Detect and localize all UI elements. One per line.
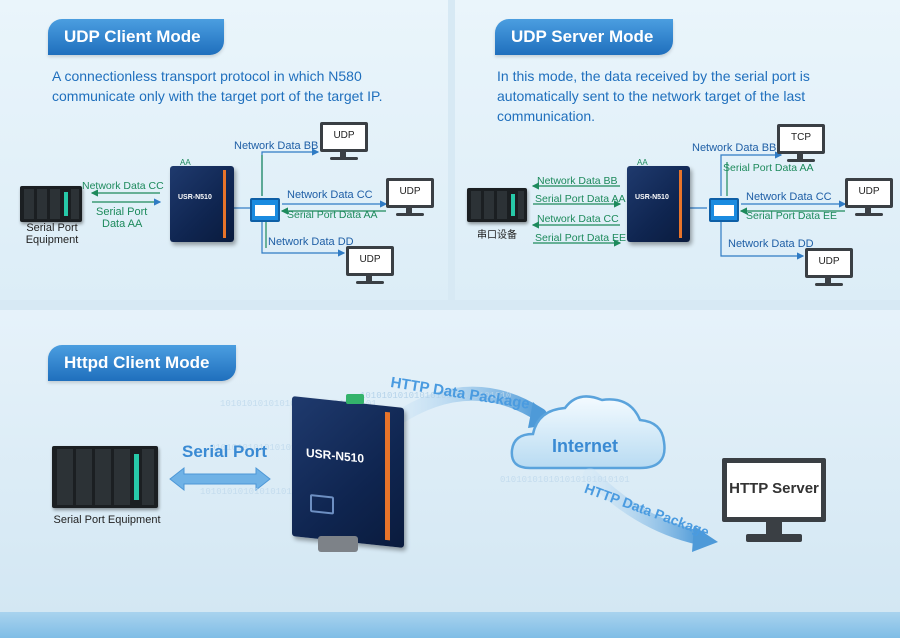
terminal-block <box>346 394 364 404</box>
udp-client-desc-2: communicate only with the target port of… <box>52 88 383 104</box>
udp-client-title: UDP Client Mode <box>48 19 224 55</box>
svg-text:0101010101010101010101010: 0101010101010101010101010 <box>210 443 345 453</box>
udp-client-desc-1: A connectionless transport protocol in w… <box>52 68 362 84</box>
pc-2-label: UDP <box>399 186 421 197</box>
udp-pc-3-icon: UDP <box>346 246 394 288</box>
left-label-ee: Serial Port Data EE <box>535 232 627 244</box>
device-label: USR-N510 <box>635 194 669 201</box>
serial-equipment-label: 串口设备 <box>477 230 517 241</box>
device-indicator: AA <box>637 158 648 167</box>
serial-port-arrow-label: Serial Port <box>182 442 268 461</box>
device-label: USR-N510 <box>178 194 212 201</box>
serial-equipment-rack <box>467 188 527 222</box>
http-server-label: HTTP Server <box>729 480 819 497</box>
label-network-dd: Network Data DD <box>268 236 354 248</box>
left-label-cc: Network Data CC <box>537 213 619 225</box>
device-label: USR-N510 <box>306 445 365 466</box>
udp-server-panel: UDP Server Mode In this mode, the data r… <box>455 0 900 300</box>
udp-server-desc-3: communication. <box>497 108 596 124</box>
arrow-label-serial-2: Data AA <box>102 218 143 230</box>
pc-1-label: UDP <box>333 130 355 141</box>
udp-server-desc-1: In this mode, the data received by the s… <box>497 68 810 84</box>
svg-text:1010101010101010101010101010: 1010101010101010101010101010 <box>360 391 511 401</box>
label-network-bb: Network Data BB <box>234 140 319 152</box>
serial-equipment-label: Serial Port Equipment <box>53 514 161 526</box>
pc-3-label: UDP <box>359 254 381 265</box>
serial-equipment-label-1: Serial Port <box>26 222 78 234</box>
svg-text:010101010101010101010101: 010101010101010101010101 <box>500 475 630 485</box>
udp-pc-2-icon: UDP <box>845 178 893 220</box>
label-network-bb: Network Data BB <box>692 142 777 154</box>
pc-1-label: TCP <box>791 132 811 143</box>
network-port-icon <box>709 198 739 222</box>
udp-pc-3-icon: UDP <box>805 248 853 290</box>
tcp-pc-icon: TCP <box>777 124 825 166</box>
udp-pc-1-icon: UDP <box>320 122 368 164</box>
udp-pc-2-icon: UDP <box>386 178 434 220</box>
arrow-label-serial-1: Serial Port <box>96 206 148 218</box>
serial-equipment-rack <box>20 186 82 222</box>
label-serial-aa: Serial Port Data AA <box>723 162 814 174</box>
usr-n510-device-large: USR-N510 <box>292 396 404 548</box>
arrow-label-network-cc: Network Data CC <box>82 180 164 192</box>
left-label-aa: Serial Port Data AA <box>535 193 626 205</box>
pc-3-label: UDP <box>818 256 840 267</box>
udp-server-connections <box>531 151 847 260</box>
serial-equipment-rack <box>52 446 158 508</box>
label-network-dd: Network Data DD <box>728 238 814 250</box>
bottom-bar <box>0 612 900 638</box>
httpd-client-panel: Httpd Client Mode 1010101010101010101010… <box>0 310 900 612</box>
usr-n510-device: USR-N510 <box>170 166 234 242</box>
udp-server-desc-2: automatically sent to the network target… <box>497 88 806 104</box>
udp-server-title: UDP Server Mode <box>495 19 673 55</box>
http-server-monitor-icon: HTTP Server <box>722 458 830 554</box>
device-indicator: AA <box>180 158 191 167</box>
udp-client-panel: UDP Client Mode A connectionless transpo… <box>0 0 448 300</box>
db9-connector <box>318 536 358 552</box>
svg-text:1010101010101010101010101: 1010101010101010101010101 <box>200 487 335 497</box>
usr-n510-device: USR-N510 <box>627 166 690 242</box>
serial-equipment-label-2: Equipment <box>25 234 79 246</box>
label-serial-aa: Serial Port Data AA <box>287 209 378 221</box>
label-network-cc: Network Data CC <box>287 189 373 201</box>
label-serial-ee: Serial Port Data EE <box>746 210 838 222</box>
left-label-bb: Network Data BB <box>537 175 618 187</box>
httpd-client-title: Httpd Client Mode <box>48 345 236 381</box>
udp-client-connections <box>90 148 388 257</box>
internet-cloud-label: Internet <box>552 436 619 456</box>
label-network-cc: Network Data CC <box>746 191 832 203</box>
pc-2-label: UDP <box>858 186 880 197</box>
network-port-icon <box>250 198 280 222</box>
